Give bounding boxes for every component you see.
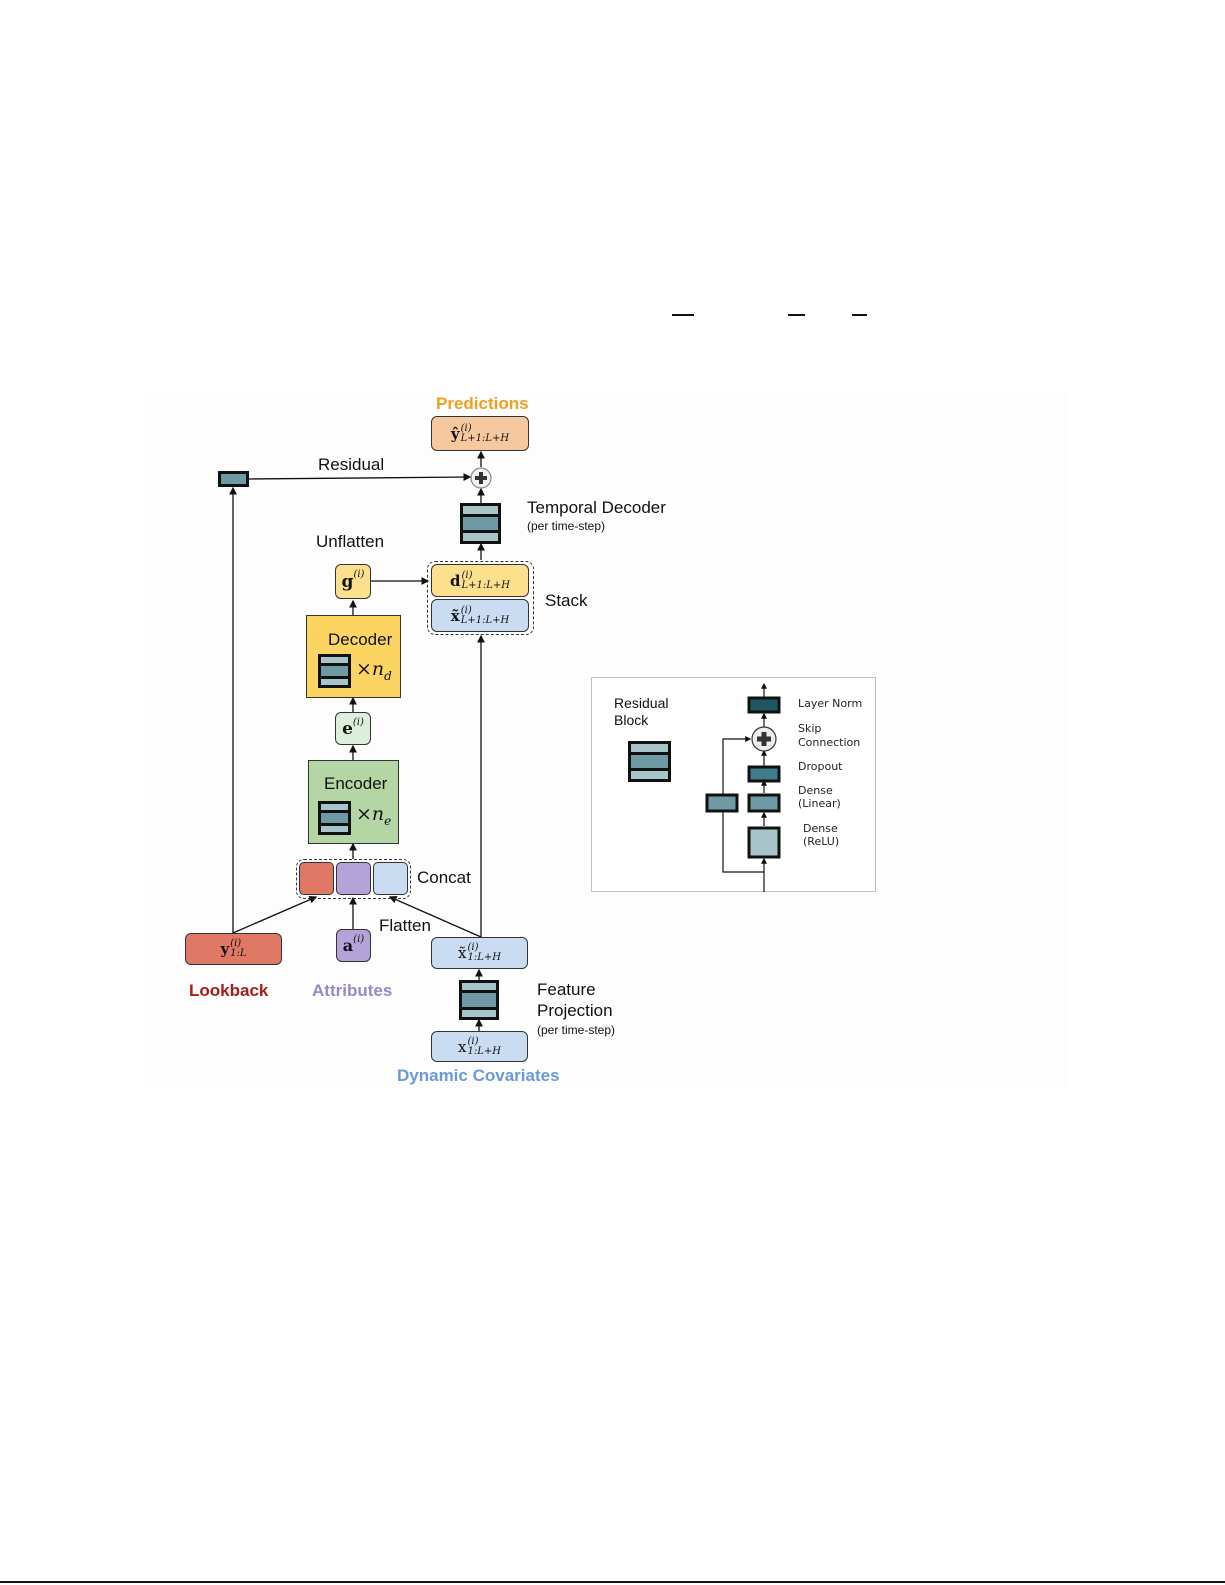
decoder-label: Decoder: [328, 630, 393, 649]
encoder-box: Encoder ×ne: [308, 760, 399, 844]
encoder-label: Encoder: [324, 774, 388, 793]
legend-dense-relu-label: Dense: [803, 822, 838, 835]
xtilde-node: x̃(i)1:L+H: [431, 937, 528, 969]
sum-node: [470, 467, 492, 489]
legend-connection-label: Connection: [798, 736, 861, 749]
attributes-node: a(i): [336, 929, 371, 962]
legend-title-1: Residual: [614, 695, 669, 711]
stack-label: Stack: [545, 591, 588, 610]
xtilde-sup: (i): [467, 942, 479, 953]
lookback-to-concat-line: [232, 896, 318, 934]
unflatten-label: Unflatten: [316, 532, 385, 551]
skip-connection-node: [751, 726, 777, 752]
feature-projection-label-2: Projection: [537, 1001, 613, 1020]
stack-group: [427, 561, 534, 635]
legend-flow: [705, 682, 781, 892]
feature-projection-label-1: Feature: [537, 980, 596, 999]
decoder-repeat-text: ×n: [356, 658, 385, 680]
decoder-residual-block-icon: [318, 654, 351, 688]
g-node: g(i): [335, 564, 371, 599]
y-symbol: y: [220, 940, 230, 958]
d-node: d(i)L+1:L+H: [431, 564, 529, 597]
legend-skip-label: Skip: [798, 722, 822, 735]
dense-linear-block: [747, 793, 781, 813]
yhat-symbol: ŷ: [450, 424, 460, 443]
e-sup: (i): [352, 717, 364, 728]
temporal-decoder-sublabel: (per time-step): [527, 519, 606, 533]
concat-group: [296, 859, 411, 899]
legend-layer-norm-label: Layer Norm: [798, 697, 863, 710]
residual-dense-block: [218, 471, 249, 487]
lookback-node: y(i)1:L: [185, 933, 282, 965]
page-rule-fragment: [852, 314, 867, 316]
prediction-node: ŷ(i)L+1:L+H: [431, 416, 529, 451]
e-node: e(i): [335, 712, 371, 745]
legend-linear-label: (Linear): [798, 797, 841, 810]
concat-label: Concat: [417, 868, 471, 887]
e-symbol: e: [342, 718, 353, 739]
residual-to-sum-line: [248, 473, 472, 481]
concat-covariates-segment: [373, 862, 408, 895]
xtilde-to-concat-line: [388, 896, 482, 938]
x-symbol: x: [458, 1037, 467, 1056]
dropout-block: [747, 765, 781, 783]
temporal-decoder-label: Temporal Decoder: [527, 498, 666, 517]
xtilde-future-symbol: x̃: [450, 606, 460, 625]
xtilde-future-sub: L+1:L+H: [460, 614, 510, 626]
encoder-residual-block-icon: [318, 801, 351, 835]
predictions-title: Predictions: [436, 394, 529, 413]
y-sub: 1:L: [230, 948, 247, 959]
legend-dropout-label: Dropout: [798, 760, 843, 773]
xtilde-symbol: x̃: [458, 944, 467, 962]
skip-dense-block: [705, 793, 739, 813]
d-symbol: d: [450, 571, 461, 590]
feature-projection-block: [459, 980, 499, 1020]
decoder-box: Decoder ×nd: [306, 615, 401, 698]
temporal-decoder-block: [460, 503, 501, 544]
dynamic-covariates-title: Dynamic Covariates: [397, 1066, 560, 1085]
page-bottom-rule: [0, 1581, 1225, 1583]
yhat-sup: (i): [460, 422, 472, 434]
plus-icon: [757, 732, 771, 746]
x-sup: (i): [467, 1035, 479, 1047]
xtilde-future-node: x̃(i)L+1:L+H: [431, 599, 529, 632]
page-rule-fragment: [672, 314, 694, 316]
residual-label: Residual: [318, 455, 385, 474]
encoder-repeat: ×ne: [356, 803, 391, 828]
xtilde-sub: 1:L+H: [467, 952, 501, 963]
decoder-repeat: ×nd: [356, 658, 392, 683]
legend-residual-block-icon: [628, 741, 671, 782]
g-symbol: g: [341, 571, 354, 592]
flatten-label: Flatten: [379, 916, 431, 935]
x-sub: 1:L+H: [467, 1045, 501, 1057]
concat-attributes-segment: [336, 862, 371, 895]
legend-dense-linear-label: Dense: [798, 784, 833, 797]
g-sup: (i): [353, 569, 365, 580]
xtilde-future-sup: (i): [460, 604, 472, 616]
plus-icon: [475, 472, 487, 484]
legend-title-2: Block: [614, 712, 649, 728]
dense-relu-block: [747, 826, 781, 859]
yhat-sub: L+1:L+H: [460, 432, 510, 444]
encoder-repeat-text: ×n: [356, 803, 385, 825]
feature-projection-sublabel: (per time-step): [537, 1023, 616, 1037]
y-sup: (i): [230, 938, 242, 949]
lookback-title: Lookback: [189, 981, 269, 1000]
layer-norm-block: [747, 696, 781, 714]
concat-lookback-segment: [299, 862, 334, 895]
a-symbol: a: [342, 936, 354, 955]
page-rule-fragment: [788, 314, 805, 316]
attributes-title: Attributes: [312, 981, 393, 1000]
legend-relu-label: (ReLU): [803, 835, 840, 848]
x-node: x(i)1:L+H: [431, 1031, 528, 1062]
a-sup: (i): [353, 934, 365, 945]
encoder-repeat-sub: e: [384, 813, 392, 828]
decoder-repeat-sub: d: [384, 668, 392, 683]
d-sup: (i): [461, 569, 473, 581]
d-sub: L+1:L+H: [461, 579, 511, 591]
residual-block-legend: Residual Block: [591, 677, 876, 892]
